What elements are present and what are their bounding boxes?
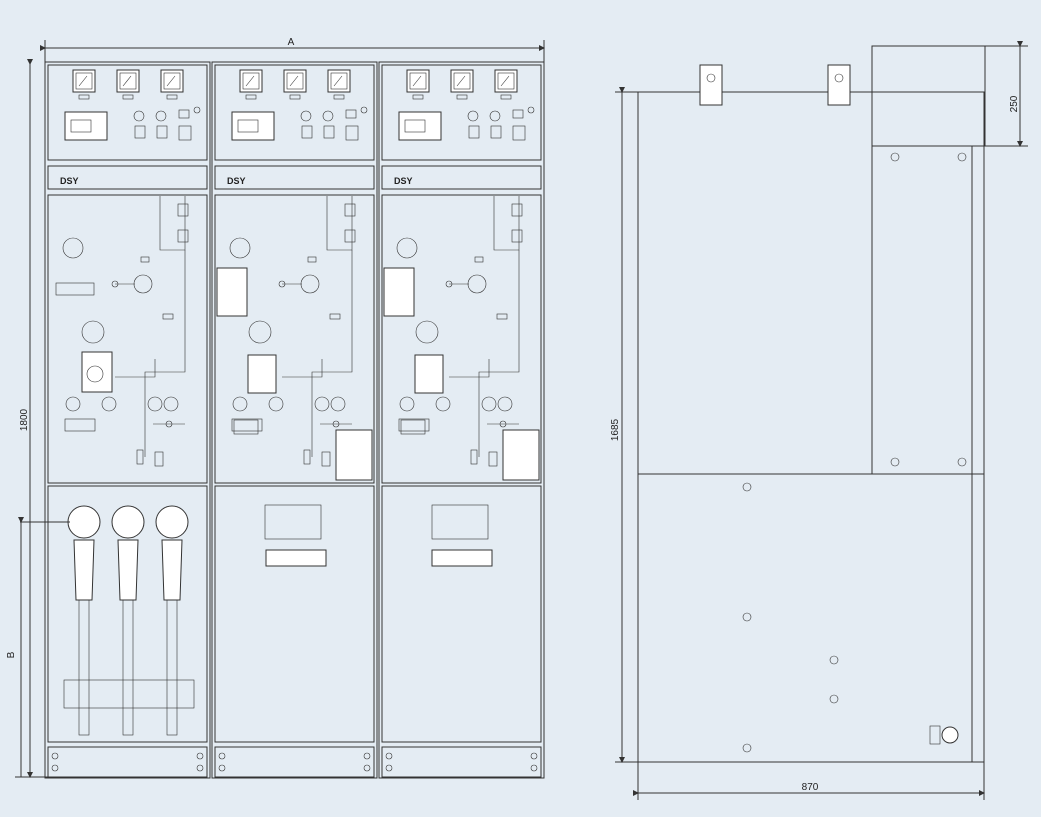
side-view: 1685 250 870 [610, 41, 1028, 800]
top-box-height-label: 250 [1009, 95, 1020, 112]
cabinet-vents [216, 267, 540, 567]
depth-dimension-label: 870 [802, 782, 819, 793]
front-view: A DSY DSY DSY 1800 B [6, 37, 545, 778]
cable-terminations [55, 282, 195, 736]
lower-dimension-label: B [6, 651, 17, 658]
side-bolts [742, 152, 967, 753]
height-dimension-label: 1800 [19, 408, 30, 431]
logo-2: DSY [227, 176, 246, 186]
logo-3: DSY [394, 176, 413, 186]
width-dimension-label: A [288, 37, 295, 48]
logo-1: DSY [60, 176, 79, 186]
side-height-label: 1685 [610, 418, 621, 441]
cabinet-1 [45, 62, 210, 778]
